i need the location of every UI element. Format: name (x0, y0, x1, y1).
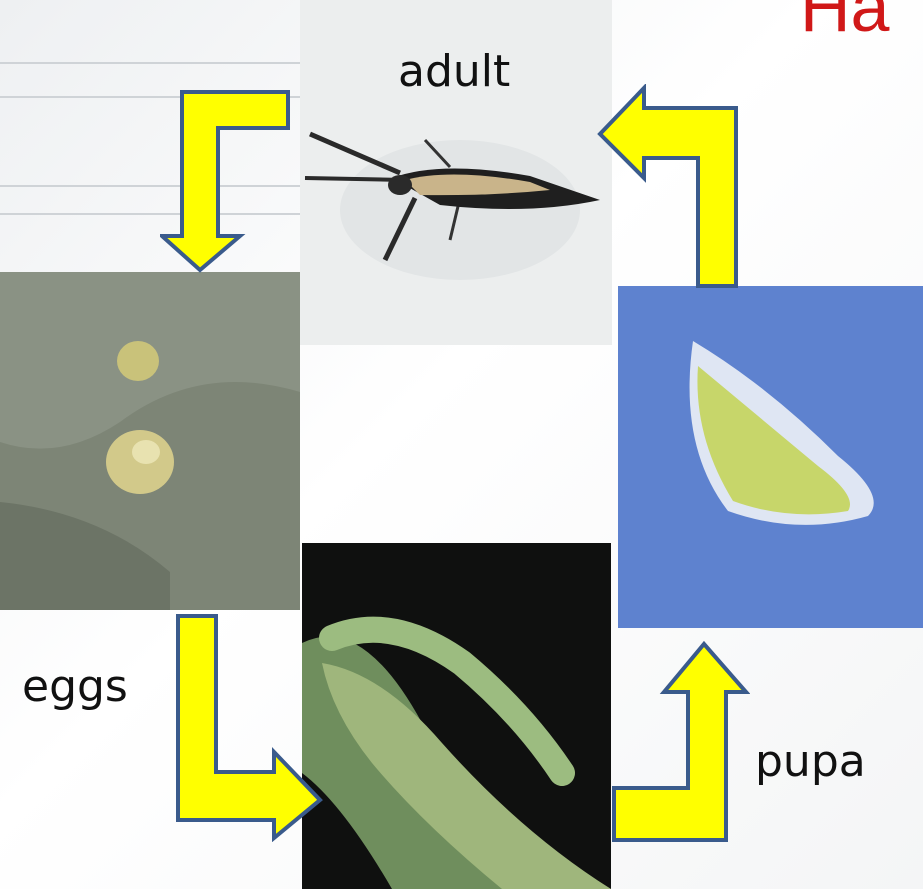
arrow-adult-to-eggs (160, 88, 294, 274)
arrow-larva-to-pupa (610, 640, 750, 844)
eggs-label: eggs (22, 665, 128, 709)
arrow-pupa-to-adult (596, 84, 742, 290)
eggs-photo (0, 272, 300, 610)
background-line (0, 62, 310, 64)
adult-label: adult (398, 50, 510, 94)
larva-photo (302, 543, 611, 889)
pupa-label: pupa (755, 740, 866, 784)
arrow-eggs-to-larva (174, 612, 324, 842)
slide-title: Ha (800, 0, 889, 42)
pupa-photo (618, 286, 923, 628)
